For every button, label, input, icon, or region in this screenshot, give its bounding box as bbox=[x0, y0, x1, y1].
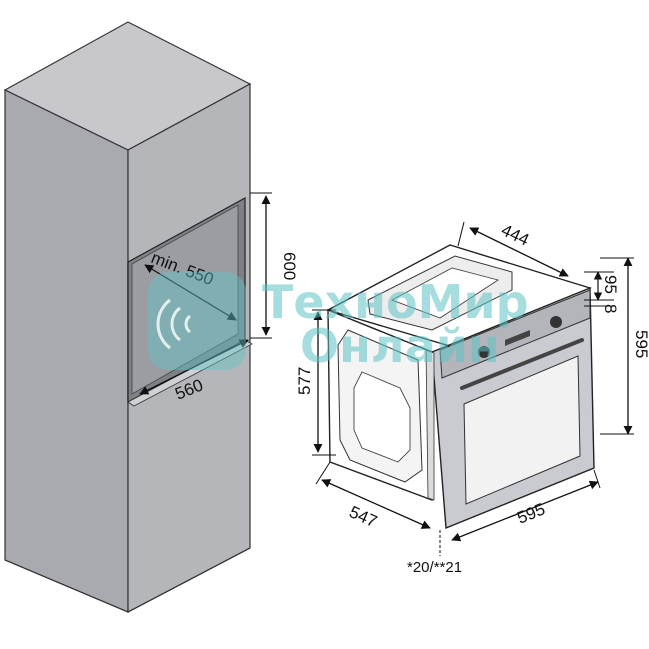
cabinet-side-face bbox=[4, 89, 129, 613]
body-depth-dimension-line bbox=[321, 479, 431, 529]
oven-side-trim bbox=[425, 349, 435, 501]
left-knob-icon bbox=[478, 346, 490, 358]
watermark-line-1: ТехноМир bbox=[262, 275, 529, 329]
watermark-logo-tile bbox=[148, 272, 246, 370]
watermark-line-2: Онлайн bbox=[300, 319, 500, 373]
niche-width-dimension-line bbox=[139, 339, 249, 395]
oven-door-handle bbox=[460, 338, 584, 390]
body-height-label: 577 bbox=[295, 367, 314, 395]
oven-dimensions: 444 95 8 595 577 547 595 *20/**21 bbox=[295, 220, 649, 576]
front-width-dimension-line bbox=[451, 480, 599, 542]
front-width-ext-right bbox=[593, 469, 601, 489]
oven-door-glass bbox=[463, 355, 581, 505]
top-depth-dimension-line bbox=[469, 227, 569, 277]
right-knob-icon bbox=[550, 316, 562, 328]
footnote-label: *20/**21 bbox=[407, 559, 462, 576]
oven-top-recess-inner bbox=[390, 267, 500, 319]
panel-height-label: 95 bbox=[601, 275, 620, 294]
front-height-label: 595 bbox=[632, 330, 649, 358]
watermark-logo-arc bbox=[156, 298, 192, 350]
top-depth-ext-left bbox=[457, 221, 465, 247]
body-depth-label: 547 bbox=[346, 502, 380, 531]
oven-control-panel bbox=[439, 289, 591, 379]
top-depth-label: 444 bbox=[498, 220, 532, 249]
cabinet-bottom-edge bbox=[4, 547, 251, 613]
niche-depth-dimension-line bbox=[144, 264, 237, 321]
oven-display bbox=[505, 330, 530, 346]
niche-height-label: 600 bbox=[280, 252, 299, 280]
oven-side-emboss-inner bbox=[353, 371, 411, 463]
panel-gap-label: 8 bbox=[601, 304, 620, 313]
body-depth-ext-left bbox=[315, 461, 331, 485]
watermark: ТехноМир Онлайн bbox=[148, 272, 529, 373]
